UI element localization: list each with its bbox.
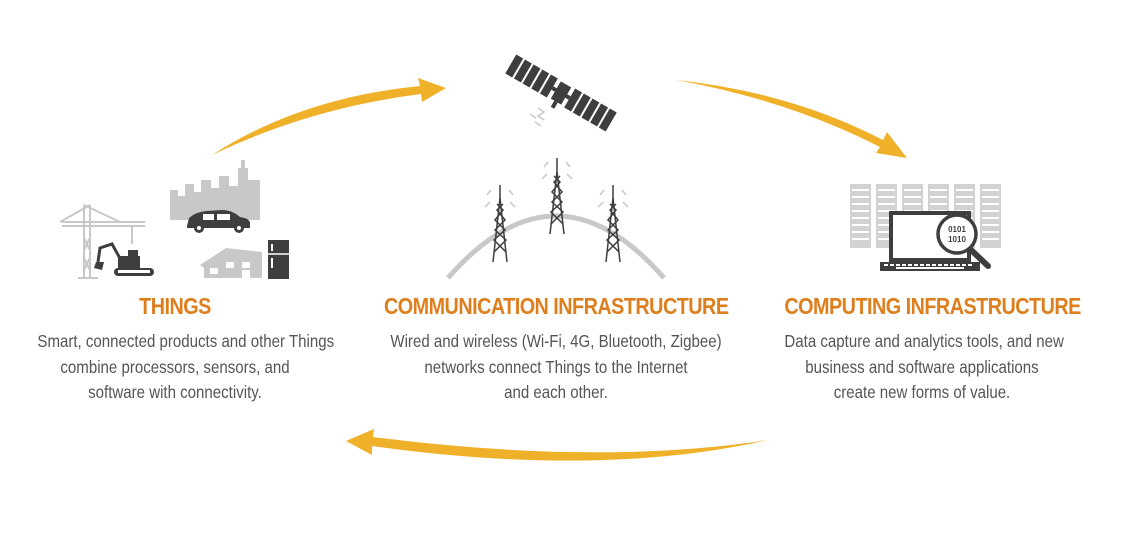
things-icons	[59, 160, 289, 279]
server-slot	[878, 210, 895, 212]
server-slot	[904, 196, 921, 198]
server-slot	[982, 196, 999, 198]
binary-bottom-text: 1010	[948, 235, 966, 244]
things-line: Smart, connected products and other Thin…	[37, 331, 335, 351]
computing-line: Data capture and analytics tools, and ne…	[784, 331, 1064, 351]
cell-tower-icon	[484, 185, 516, 263]
server-slot	[878, 224, 895, 226]
cycle-arrow-computing-to-things	[346, 429, 768, 461]
communication-line: Wired and wireless (Wi-Fi, 4G, Bluetooth…	[390, 331, 722, 351]
server-slot	[982, 238, 999, 240]
server-slot	[852, 189, 869, 191]
server-slot	[852, 203, 869, 205]
things-title: THINGS	[139, 293, 211, 319]
satellite-icon	[505, 54, 617, 132]
communication-section: COMMUNICATION INFRASTRUCTURE Wired and w…	[356, 292, 756, 406]
cycle-arrow-things-to-communication	[212, 78, 446, 155]
server-slot	[878, 238, 895, 240]
server-slot	[956, 203, 973, 205]
server-slot	[982, 203, 999, 205]
crane-icon	[59, 204, 145, 279]
communication-line: networks connect Things to the Internet	[424, 356, 688, 377]
server-slot	[852, 210, 869, 212]
server-slot	[852, 231, 869, 233]
things-line: combine processors, sensors, and	[60, 356, 290, 377]
server-slot	[930, 196, 947, 198]
computing-description: Data capture and analytics tools, and ne…	[784, 329, 1064, 406]
house-icon	[200, 248, 262, 278]
server-slot	[982, 189, 999, 191]
communication-icons	[446, 54, 666, 280]
server-slot	[878, 189, 895, 191]
server-slot	[904, 203, 921, 205]
communication-description: Wired and wireless (Wi-Fi, 4G, Bluetooth…	[384, 329, 728, 406]
server-slot	[982, 224, 999, 226]
satellite-signal-icon	[529, 107, 546, 127]
server-slot	[930, 189, 947, 191]
server-slot	[878, 217, 895, 219]
things-description: Smart, connected products and other Thin…	[37, 329, 335, 406]
cycle-arrow-communication-to-computing	[676, 80, 907, 158]
car-icon	[187, 210, 250, 233]
cell-tower-icon	[597, 185, 629, 263]
server-slot	[852, 217, 869, 219]
server-slot	[982, 210, 999, 212]
magnifier-icon: 0101 1010	[936, 213, 991, 269]
things-section: THINGS Smart, connected products and oth…	[15, 292, 335, 406]
server-slot	[982, 231, 999, 233]
server-slot	[956, 189, 973, 191]
binary-top-text: 0101	[948, 225, 966, 234]
computing-icons: 0101 1010	[850, 184, 1001, 271]
computing-title: COMPUTING INFRASTRUCTURE	[784, 293, 1081, 319]
server-slot	[878, 231, 895, 233]
computing-line: create new forms of value.	[833, 382, 1011, 402]
computing-section: COMPUTING INFRASTRUCTURE Data capture an…	[762, 292, 1082, 406]
city-skyline-icon	[170, 160, 260, 220]
server-slot	[904, 189, 921, 191]
server-slot	[930, 203, 947, 205]
server-slot	[852, 224, 869, 226]
coverage-arc	[446, 213, 666, 280]
server-slot	[956, 196, 973, 198]
server-slot	[982, 217, 999, 219]
server-slot	[878, 196, 895, 198]
cell-tower-icon	[541, 158, 573, 235]
computing-line: business and software applications	[805, 356, 1039, 377]
communication-line: and each other.	[504, 382, 608, 402]
communication-title: COMMUNICATION INFRASTRUCTURE	[384, 293, 729, 319]
server-slot	[852, 238, 869, 240]
refrigerator-icon	[268, 240, 289, 279]
things-line: software with connectivity.	[88, 382, 262, 402]
server-slot	[852, 196, 869, 198]
server-slot	[878, 203, 895, 205]
excavator-icon	[94, 242, 154, 276]
